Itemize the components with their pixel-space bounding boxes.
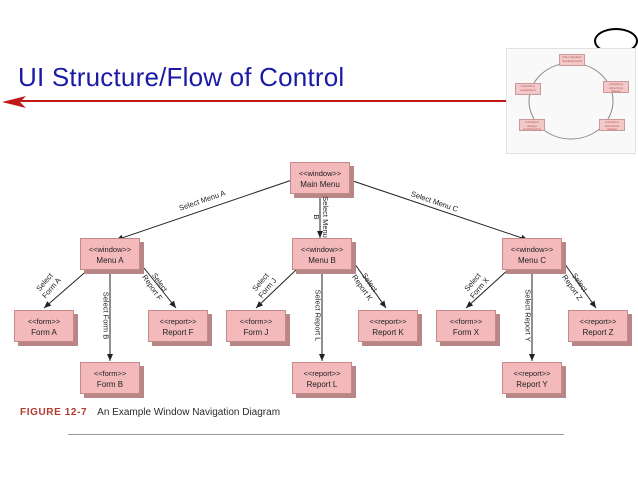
edge-label-select-menu-b: Select Menu B: [312, 196, 330, 238]
title-underline: [10, 100, 506, 102]
node-menu-b: <<window>> Menu B: [292, 238, 352, 270]
node-stereotype: <<window>>: [300, 245, 344, 254]
node-name: Menu C: [517, 256, 546, 265]
node-stereotype: <<report>>: [369, 317, 407, 326]
node-name: Report K: [372, 328, 404, 337]
node-form-x: <<form>> Form X: [436, 310, 496, 342]
title-arrow-icon: [2, 96, 26, 108]
edge-main-menu-c: [349, 179, 529, 241]
node-stereotype: <<report>>: [579, 317, 617, 326]
footer-divider: [68, 434, 564, 435]
node-name: Form J: [243, 328, 269, 337]
node-name: Menu B: [308, 256, 336, 265]
node-form-a: <<form>> Form A: [14, 310, 74, 342]
edge-menu-a-report-f: [137, 260, 177, 309]
node-name: Main Menu: [300, 180, 340, 189]
node-menu-a: <<window>> Menu A: [80, 238, 140, 270]
node-form-b: <<form>> Form B: [80, 362, 140, 394]
node-name: Menu A: [96, 256, 124, 265]
node-name: Form A: [31, 328, 57, 337]
figure-title: An Example Window Navigation Diagram: [97, 407, 281, 418]
node-stereotype: <<window>>: [510, 245, 554, 254]
node-name: Report Y: [516, 380, 548, 389]
figure-number: FIGURE 12-7: [20, 407, 88, 418]
edge-menu-b-report-k: [345, 252, 387, 309]
edge-menu-c-report-z: [555, 252, 597, 309]
slide-title: UI Structure/Flow of Control: [18, 62, 345, 92]
edge-main-menu-a: [115, 179, 293, 241]
node-stereotype: <<report>>: [303, 369, 341, 378]
node-report-l: <<report>> Report L: [292, 362, 352, 394]
node-stereotype: <<form>>: [449, 317, 483, 326]
node-report-y: <<report>> Report Y: [502, 362, 562, 394]
node-name: Report L: [306, 380, 338, 389]
edge-label-select-report-l: Select Report L: [313, 289, 323, 342]
edge-menu-a-form-a: [43, 261, 98, 309]
edge-label-select-form-b: Select Form B: [101, 291, 111, 340]
node-report-z: <<report>> Report Z: [568, 310, 628, 342]
node-stereotype: <<window>>: [88, 245, 132, 254]
thumbnail-node-right: Interface structure design: [603, 81, 629, 93]
node-name: Report Z: [582, 328, 614, 337]
node-menu-c: <<window>> Menu C: [502, 238, 562, 270]
process-thumbnail: CSU. System development Interface struct…: [506, 48, 636, 154]
figure-caption: FIGURE 12-7 An Example Window Navigation …: [20, 407, 280, 418]
edge-menu-b-form-j: [255, 261, 306, 309]
node-stereotype: <<form>>: [27, 317, 61, 326]
thumbnail-node-bottom-right: Interface standards design: [599, 119, 625, 131]
node-stereotype: <<form>>: [93, 369, 127, 378]
node-main-menu: <<window>> Main Menu: [290, 162, 350, 194]
node-form-j: <<form>> Form J: [226, 310, 286, 342]
node-stereotype: <<window>>: [298, 169, 342, 178]
node-report-f: <<report>> Report F: [148, 310, 208, 342]
thumbnail-node-top: CSU. System development: [559, 54, 585, 66]
node-name: Form X: [452, 328, 480, 337]
node-stereotype: <<report>>: [159, 317, 197, 326]
thumbnail-node-bottom-left: Interface design prototyping: [519, 119, 545, 131]
node-name: Report F: [162, 328, 194, 337]
edge-label-select-report-y: Select Report Y: [523, 289, 533, 342]
node-report-k: <<report>> Report K: [358, 310, 418, 342]
node-stereotype: <<form>>: [239, 317, 273, 326]
thumbnail-node-left: Interface evaluation: [515, 83, 541, 95]
node-stereotype: <<report>>: [513, 369, 551, 378]
node-name: Form B: [96, 380, 124, 389]
edge-menu-c-form-x: [465, 261, 518, 309]
